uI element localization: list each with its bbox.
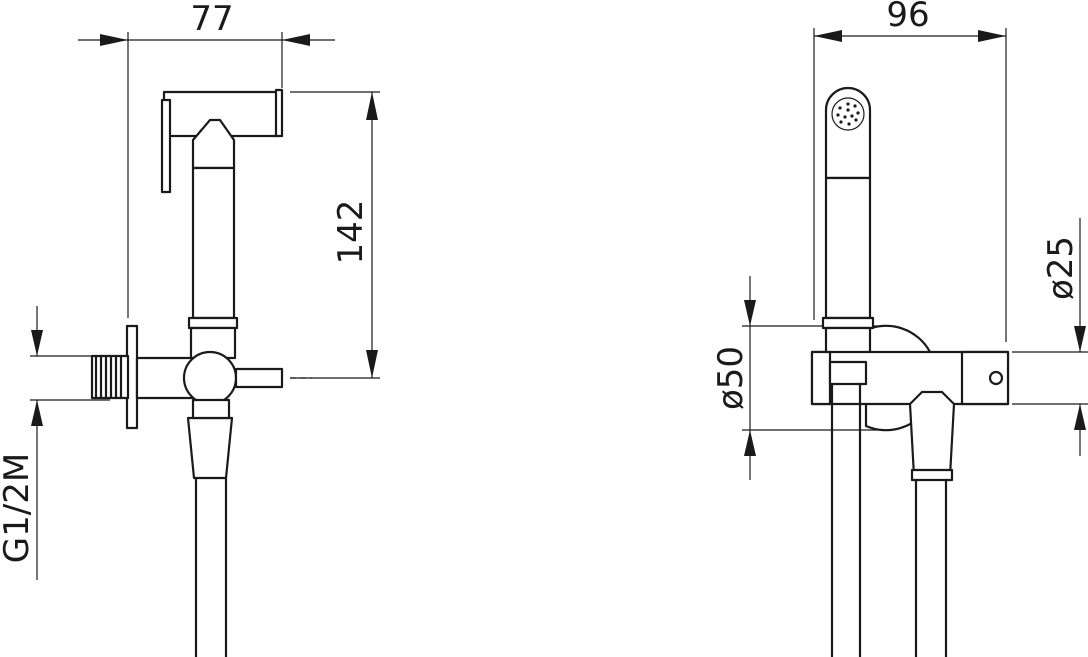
dim-96-label: 96 <box>886 0 929 35</box>
dim-142: 142 <box>290 91 380 379</box>
dim-77-label: 77 <box>190 0 233 39</box>
side-view: 77 142 G1/2M <box>0 0 380 657</box>
dim-thread-label: G1/2M <box>0 453 37 563</box>
dim-d25-label: ø25 <box>1041 236 1081 300</box>
dim-142-label: 142 <box>331 200 371 265</box>
dim-d50-label: ø50 <box>711 346 751 410</box>
front-view: 96 ø50 ø25 <box>711 0 1088 657</box>
dim-d50: ø50 <box>711 276 880 480</box>
nozzle-dots <box>836 102 860 126</box>
thread-hatch <box>94 354 123 400</box>
dim-thread: G1/2M <box>0 306 110 580</box>
dim-77: 77 <box>78 0 335 318</box>
dim-96: 96 <box>813 0 1007 342</box>
dim-d25: ø25 <box>1012 218 1088 456</box>
